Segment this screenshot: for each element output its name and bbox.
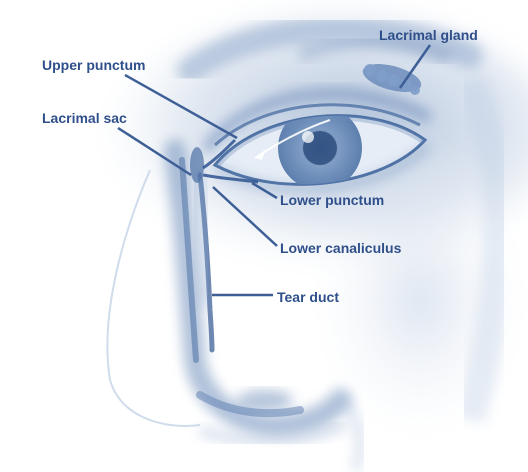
label-lacrimal-gland: Lacrimal gland [379, 27, 478, 43]
label-lacrimal-sac: Lacrimal sac [42, 110, 127, 126]
face-shading [100, 10, 528, 460]
label-lower-punctum: Lower punctum [280, 192, 384, 208]
label-lower-canaliculus: Lower canaliculus [280, 240, 401, 256]
label-tear-duct: Tear duct [277, 289, 339, 305]
label-upper-punctum: Upper punctum [42, 57, 145, 73]
